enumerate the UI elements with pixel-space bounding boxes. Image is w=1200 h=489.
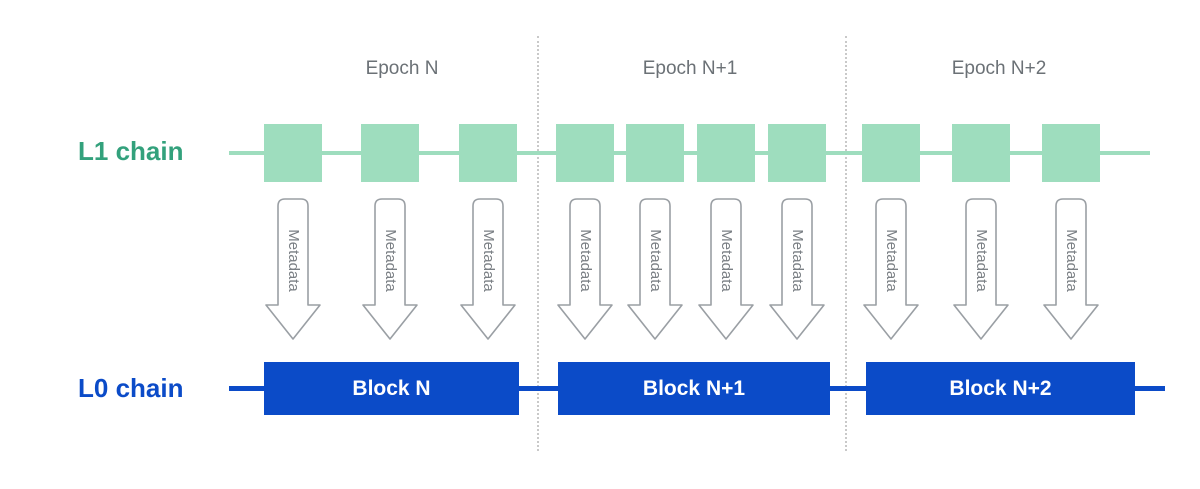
l0-block: Block N+1 bbox=[558, 362, 830, 415]
l0-block: Block N+2 bbox=[866, 362, 1135, 415]
metadata-arrow-icon: Metadata bbox=[264, 198, 322, 341]
metadata-arrow-icon: Metadata bbox=[1042, 198, 1100, 341]
metadata-arrow-icon: Metadata bbox=[626, 198, 684, 341]
l1-block bbox=[697, 124, 755, 182]
metadata-arrow-icon: Metadata bbox=[556, 198, 614, 341]
l1-block bbox=[556, 124, 614, 182]
l0-block-label: Block N+2 bbox=[949, 376, 1052, 400]
epoch-label-n-plus-2: Epoch N+2 bbox=[951, 58, 1047, 79]
epoch-divider-2 bbox=[845, 36, 847, 451]
epoch-label-n: Epoch N bbox=[365, 58, 439, 79]
metadata-arrow-icon: Metadata bbox=[768, 198, 826, 341]
metadata-arrow-icon: Metadata bbox=[459, 198, 517, 341]
l0-block-label: Block N bbox=[352, 376, 431, 400]
metadata-arrow-icon: Metadata bbox=[697, 198, 755, 341]
epoch-divider-1 bbox=[537, 36, 539, 451]
l0-block: Block N bbox=[264, 362, 519, 415]
l1-block bbox=[1042, 124, 1100, 182]
l1-block bbox=[862, 124, 920, 182]
l1-chain-line bbox=[229, 151, 1150, 155]
l1-block bbox=[952, 124, 1010, 182]
l1-block bbox=[626, 124, 684, 182]
l1-chain-label: L1 chain bbox=[78, 136, 184, 166]
metadata-arrow-icon: Metadata bbox=[952, 198, 1010, 341]
l1-block bbox=[264, 124, 322, 182]
l1-block bbox=[361, 124, 419, 182]
epoch-label-n-plus-1: Epoch N+1 bbox=[642, 58, 738, 79]
metadata-arrow-icon: Metadata bbox=[361, 198, 419, 341]
l1-block bbox=[768, 124, 826, 182]
l0-chain-label: L0 chain bbox=[78, 373, 184, 403]
l0-block-label: Block N+1 bbox=[642, 376, 746, 400]
l1-block bbox=[459, 124, 517, 182]
metadata-arrow-icon: Metadata bbox=[862, 198, 920, 341]
